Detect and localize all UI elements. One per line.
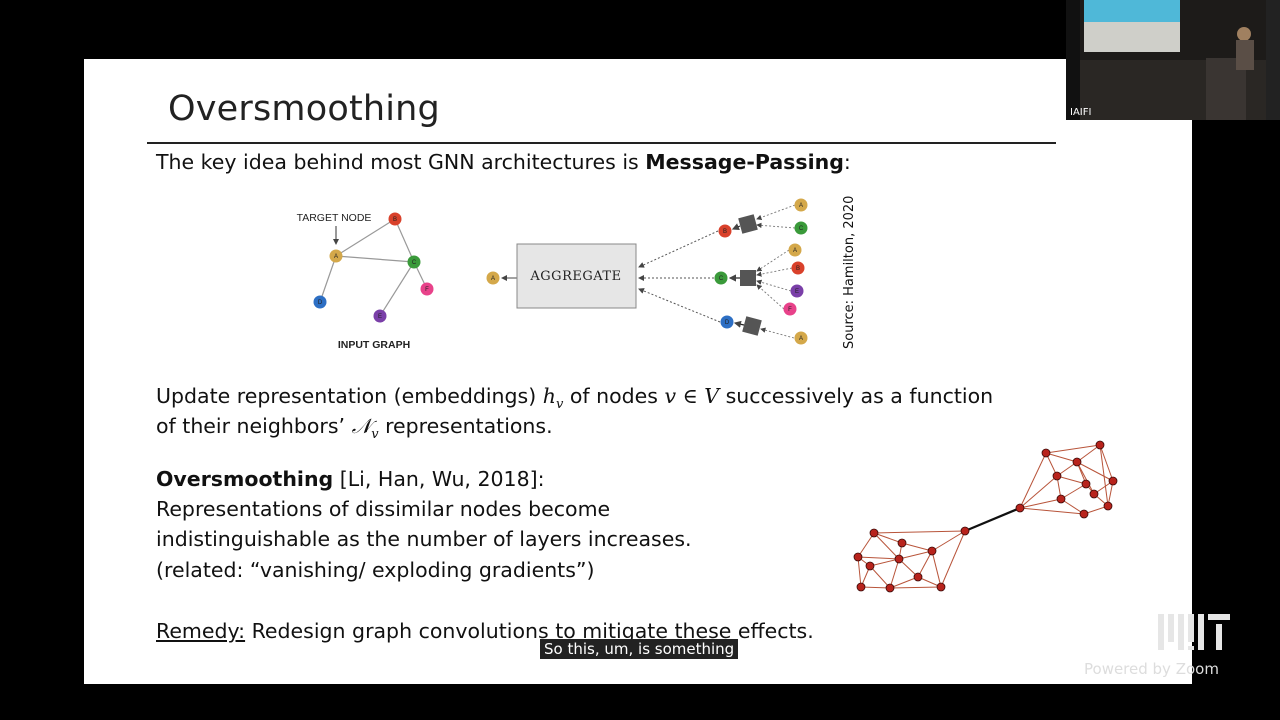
l2-node-a3: A (794, 331, 808, 345)
bridge-edge (964, 506, 1021, 533)
svg-text:A: A (799, 336, 803, 342)
input-graph-nodes: A B C D E F (313, 212, 434, 323)
intro-prefix: The key idea behind most GNN architectur… (156, 150, 646, 174)
node-a: A (329, 249, 343, 263)
svg-text:F: F (425, 287, 429, 293)
svg-text:A: A (334, 254, 338, 260)
intro-suffix: : (843, 150, 851, 174)
update-line-1: Update representation (embeddings) hv of… (156, 384, 993, 412)
oversmoothing-line-4: (related: “vanishing/ exploding gradient… (156, 558, 595, 582)
oversmoothing-heading: Oversmoothing [Li, Han, Wu, 2018]: (156, 467, 545, 491)
target-node-label: TARGET NODE (297, 212, 372, 224)
camera-label: IAIFI (1070, 107, 1092, 118)
math-n: 𝒩v (351, 414, 379, 443)
slide: Oversmoothing The key idea behind most G… (84, 59, 1192, 684)
svg-text:A: A (799, 203, 803, 209)
node-b: B (388, 212, 402, 226)
oversmoothing-line-3: indistinguishable as the number of layer… (156, 527, 692, 551)
svg-text:E: E (378, 314, 382, 320)
math-v-in-V: v ∈ V (664, 384, 720, 408)
update-line-2: of their neighbors’ 𝒩v representations. (156, 414, 553, 442)
cluster-graph (853, 440, 1118, 593)
update-text-e: representations. (378, 414, 553, 438)
svg-text:A: A (491, 276, 495, 282)
message-passing-figure: TARGET NODE INPUT GRAPH A B C D E F A AG… (297, 198, 1118, 593)
aggregate-label: AGGREGATE (529, 269, 621, 284)
aggregate-box (516, 243, 637, 309)
l2-node-a1: A (794, 198, 808, 212)
input-graph-label: INPUT GRAPH (338, 339, 410, 351)
level2-arrows (756, 204, 796, 339)
oversmoothing-line-2: Representations of dissimilar nodes beco… (156, 497, 611, 521)
update-text-c: successively as a function (719, 384, 994, 408)
node-f: F (420, 282, 434, 296)
node-c: C (407, 255, 421, 269)
l2-node-b1: B (791, 261, 805, 275)
l1-node-c: C (714, 271, 728, 285)
svg-text:F: F (788, 307, 792, 313)
svg-text:A: A (793, 248, 797, 254)
intro-line: The key idea behind most GNN architectur… (156, 150, 851, 174)
subtitle-caption: So this, um, is something (540, 639, 739, 659)
cluster-edges (857, 444, 1114, 589)
svg-text:C: C (412, 260, 417, 266)
speaker-video-scene (1066, 0, 1280, 120)
svg-text:B: B (393, 217, 397, 223)
node-d: D (313, 295, 327, 309)
oversmoothing-ref: [Li, Han, Wu, 2018]: (333, 467, 545, 491)
slide-title: Oversmoothing (168, 89, 440, 129)
svg-text:C: C (799, 226, 804, 232)
square-out-arrows (728, 223, 745, 328)
cluster-nodes (853, 440, 1118, 593)
speaker-video-thumbnail[interactable]: IAIFI (1066, 0, 1280, 120)
level2-nodes: A C A B E F A (783, 198, 808, 345)
output-node-a: A (486, 271, 500, 285)
math-h: hv (542, 384, 564, 413)
svg-text:D: D (725, 320, 730, 326)
oversmoothing-bold: Oversmoothing (156, 467, 334, 491)
svg-text:B: B (723, 229, 727, 235)
l1-node-d: D (720, 315, 734, 329)
svg-text:B: B (796, 266, 800, 272)
remedy-label: Remedy: (156, 619, 246, 643)
intro-bold: Message-Passing (645, 150, 844, 174)
l2-node-a2: A (788, 243, 802, 257)
svg-text:C: C (719, 276, 724, 282)
node-e: E (373, 309, 387, 323)
l1-node-b: B (718, 224, 732, 238)
update-text-a: Update representation (embeddings) (156, 384, 543, 408)
svg-text:D: D (318, 300, 323, 306)
aggregate-in-arrows (638, 230, 721, 323)
l2-node-e1: E (790, 284, 804, 298)
mit-logo-icon (1158, 614, 1230, 650)
update-text-d: of their neighbors’ (156, 414, 352, 438)
update-text-b: of nodes (563, 384, 665, 408)
powered-by-zoom: Powered by Zoom (1084, 660, 1219, 678)
l2-node-f1: F (783, 302, 797, 316)
level1-nodes: B C D (714, 224, 734, 329)
l2-node-c1: C (794, 221, 808, 235)
source-citation: Source: Hamilton, 2020 (842, 195, 857, 349)
title-rule (147, 142, 1056, 144)
aggregation-squares (738, 214, 762, 336)
svg-text:E: E (795, 289, 799, 295)
